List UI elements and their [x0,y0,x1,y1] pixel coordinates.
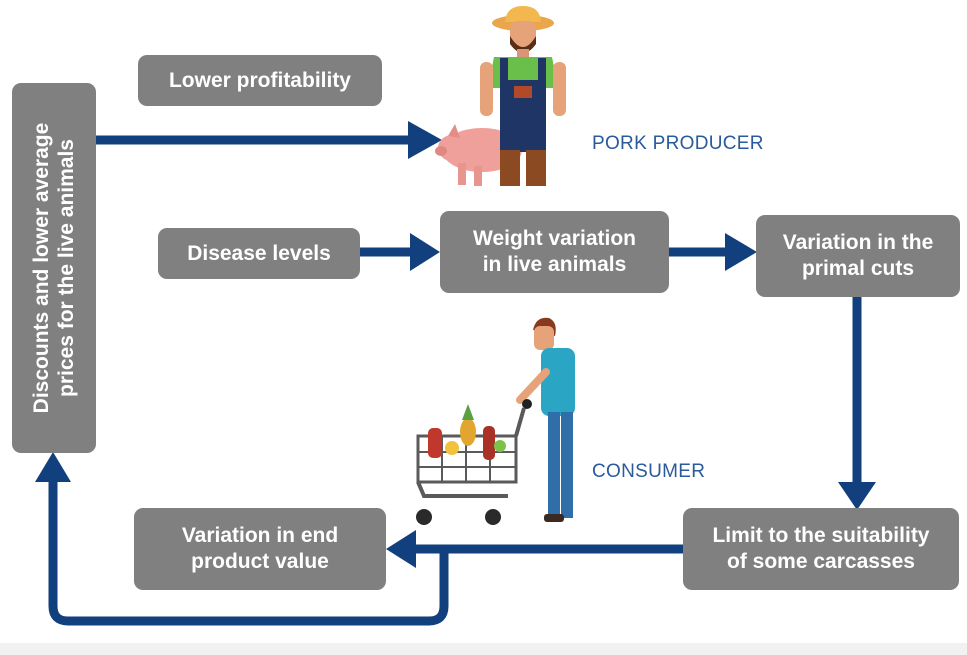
disease-levels-box: Disease levels [158,228,360,279]
arrowheads [35,121,876,568]
primal-cuts-box: Variation in the primal cuts [756,215,960,297]
discounts-line-1: Discounts and lower average [29,122,53,414]
disease-levels-text: Disease levels [187,241,331,265]
weight-variation-line-2: in live animals [482,253,627,276]
shopping-cart-icon [416,399,532,525]
weight-variation-box: Weight variation in live animals [440,211,669,293]
farmer-icon [480,6,566,186]
limit-suitability-line-1: Limit to the suitability [712,524,930,548]
limit-suitability-line-2: of some carcasses [727,550,915,573]
connectors [48,135,862,626]
lower-profitability-box: Lower profitability [138,55,382,106]
end-product-line-1: Variation in end [181,524,339,548]
primal-cuts-line-1: Variation in the [782,231,934,255]
end-product-line-2: product value [191,550,329,573]
discounts-box: Discounts and lower average prices for t… [12,83,96,453]
footer-band [0,643,967,655]
limit-suitability-box: Limit to the suitability of some carcass… [683,508,959,590]
primal-cuts-line-2: primal cuts [801,257,915,280]
lower-profitability-text: Lower profitability [168,68,351,92]
discounts-text: Discounts and lower average prices for t… [29,93,79,443]
arrow-endvalue-to-discounts [48,480,449,626]
weight-variation-line-1: Weight variation [473,227,636,251]
pork-producer-label: PORK PRODUCER [592,133,764,154]
discounts-line-2: prices for the live animals [55,139,78,397]
shopper-icon [516,317,575,522]
consumer-label: CONSUMER [592,461,706,482]
end-product-value-box: Variation in end product value [134,508,386,590]
